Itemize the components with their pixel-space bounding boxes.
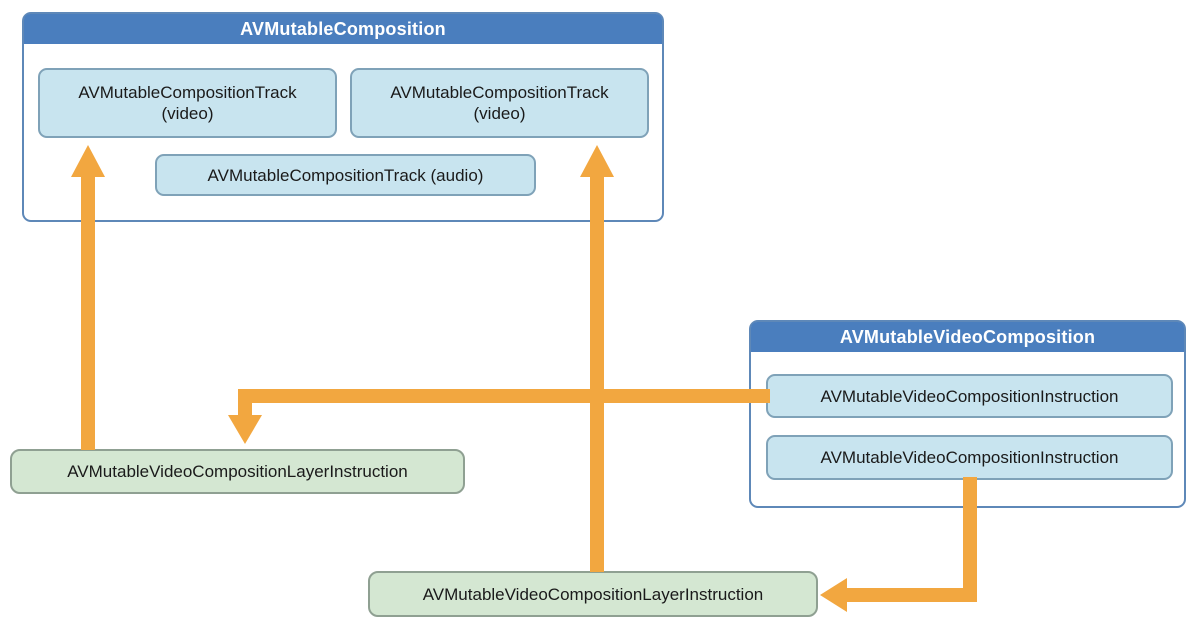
video-composition-panel-title: AVMutableVideoComposition bbox=[751, 322, 1184, 352]
layer-instruction-bottom: AVMutableVideoCompositionLayerInstructio… bbox=[368, 571, 818, 617]
composition-track-video-2-line1: AVMutableCompositionTrack bbox=[390, 83, 609, 102]
composition-track-audio-label: AVMutableCompositionTrack (audio) bbox=[207, 165, 484, 185]
video-composition-instruction-1-label: AVMutableVideoCompositionInstruction bbox=[820, 386, 1119, 406]
composition-track-audio: AVMutableCompositionTrack (audio) bbox=[155, 154, 536, 196]
layer-instruction-left: AVMutableVideoCompositionLayerInstructio… bbox=[10, 449, 465, 494]
composition-panel-title: AVMutableComposition bbox=[24, 14, 662, 44]
layer-instruction-bottom-label: AVMutableVideoCompositionLayerInstructio… bbox=[422, 584, 764, 604]
composition-track-video-1: AVMutableCompositionTrack (video) bbox=[38, 68, 337, 138]
composition-track-video-2: AVMutableCompositionTrack (video) bbox=[350, 68, 649, 138]
composition-track-video-1-line2: (video) bbox=[161, 104, 214, 123]
composition-track-video-1-line1: AVMutableCompositionTrack bbox=[78, 83, 297, 102]
video-composition-instruction-1: AVMutableVideoCompositionInstruction bbox=[766, 374, 1173, 418]
video-composition-instruction-2: AVMutableVideoCompositionInstruction bbox=[766, 435, 1173, 480]
arrow-instruction-1-to-left-layer bbox=[228, 389, 770, 444]
video-composition-instruction-2-label: AVMutableVideoCompositionInstruction bbox=[820, 448, 1119, 467]
layer-instruction-left-label: AVMutableVideoCompositionLayerInstructio… bbox=[67, 462, 408, 481]
composition-track-video-2-line2: (video) bbox=[473, 104, 526, 123]
